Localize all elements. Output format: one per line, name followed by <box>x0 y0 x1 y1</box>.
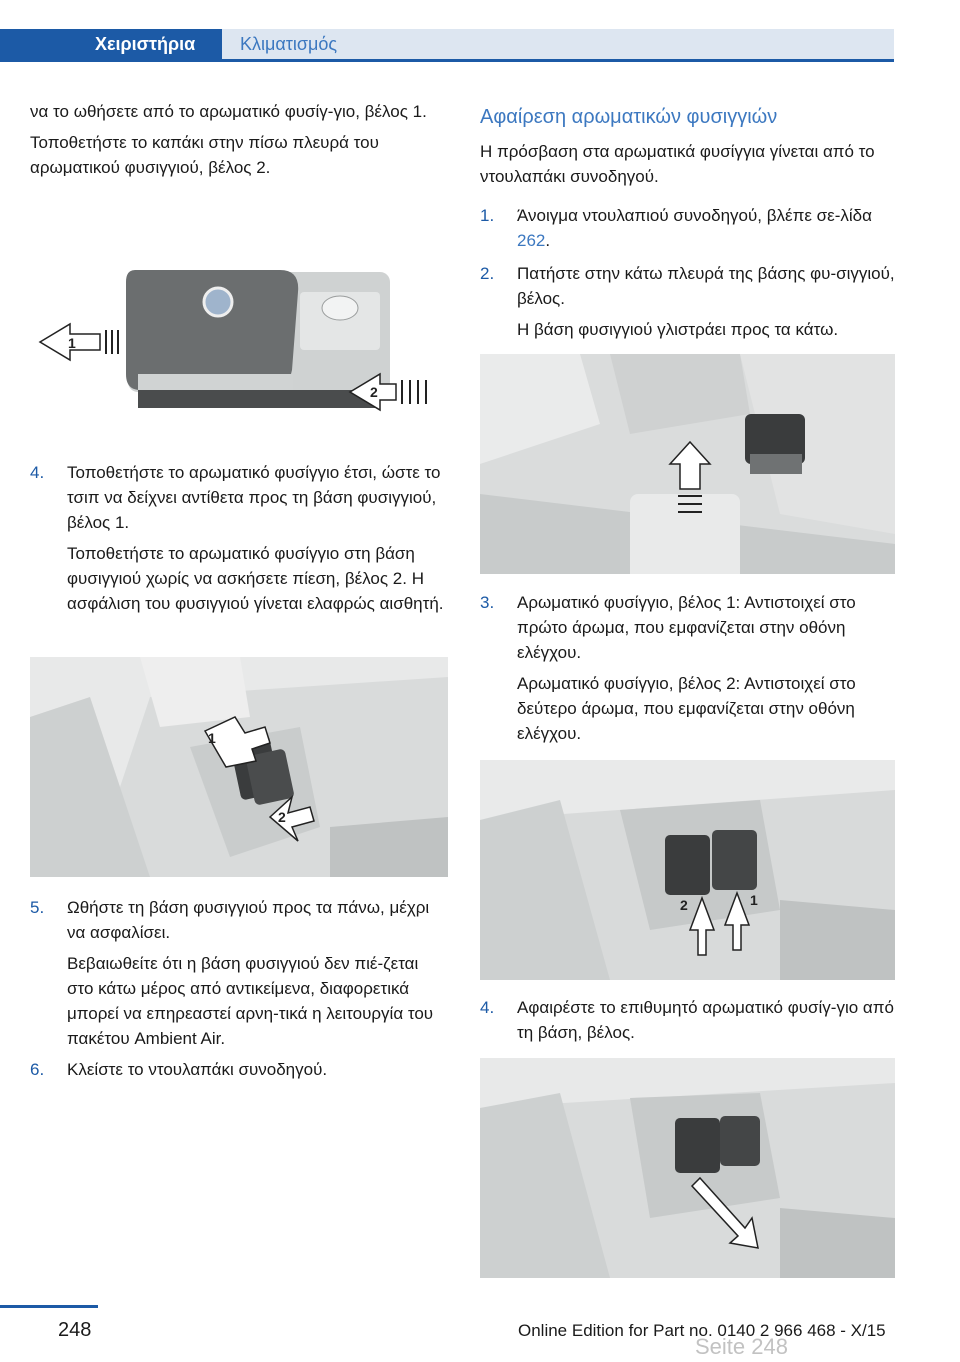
continuation-paragraph-1: να το ωθήσετε από το αρωματικό φυσίγ-γιο… <box>30 102 427 121</box>
step-4-remove: 4. Αφαιρέστε το επιθυμητό αρωματικό φυσί… <box>480 995 895 1045</box>
tab-controls[interactable]: Χειριστήρια <box>0 29 222 59</box>
removal-section: Αφαίρεση αρωματικών φυσιγγιών Η πρόσβαση… <box>480 103 895 342</box>
step-subtext: Τοποθετήστε το αρωματικό φυσίγγιο στη βά… <box>67 544 444 613</box>
page-number: 248 <box>58 1319 92 1341</box>
header-rule <box>0 59 894 62</box>
step-number: 4. <box>30 463 45 482</box>
step-item: 1. Άνοιγμα ντουλαπιού συνοδηγού, βλέπε σ… <box>480 203 895 253</box>
steps-5-6: 5. Ωθήστε τη βάση φυσιγγιού προς τα πάνω… <box>30 895 448 1082</box>
fig2-arrow-label-2: 2 <box>278 809 286 825</box>
step-text: Άνοιγμα ντουλαπιού συνοδηγού, βλέπε σε-λ… <box>517 203 895 253</box>
edition-note: Online Edition for Part no. 0140 2 966 4… <box>518 1321 886 1340</box>
continuation-paragraph-2: Τοποθετήστε το καπάκι στην πίσω πλευρά τ… <box>30 133 379 177</box>
fig1-arrow-label-1: 1 <box>68 335 76 351</box>
step-number: 3. <box>480 593 495 612</box>
figure-insert-cartridge: 1 2 <box>30 657 448 877</box>
step-item: 2. Πατήστε στην κάτω πλευρά της βάσης φυ… <box>480 261 895 342</box>
step-item: 3. Αρωματικό φυσίγγιο, βέλος 1: Αντιστοι… <box>480 590 895 746</box>
continuation-text: να το ωθήσετε από το αρωματικό φυσίγ-γιο… <box>30 99 448 180</box>
step-number: 6. <box>30 1060 45 1079</box>
step-number: 2. <box>480 264 495 283</box>
step-text: Πατήστε στην κάτω πλευρά της βάσης φυ-σι… <box>517 264 895 308</box>
page-link-262[interactable]: 262 <box>517 231 546 250</box>
fig2-arrow-label-1: 1 <box>208 730 216 746</box>
step-number: 5. <box>30 898 45 917</box>
figure-cartridge-cap: 1 2 <box>30 262 448 432</box>
step-item: 6. Κλείστε το ντουλαπάκι συνοδηγού. <box>30 1057 448 1082</box>
figure-two-cartridges: 2 1 <box>480 760 895 980</box>
step-text: Ωθήστε τη βάση φυσιγγιού προς τα πάνω, μ… <box>67 898 430 942</box>
step-text-end: . <box>545 231 551 250</box>
section-intro: Η πρόσβαση στα αρωματικά φυσίγγια γίνετα… <box>480 142 875 186</box>
step-number: 4. <box>480 998 495 1017</box>
step-text-main: Άνοιγμα ντουλαπιού συνοδηγού, βλέπε σε-λ… <box>517 206 872 225</box>
step-text: Αρωματικό φυσίγγιο, βέλος 1: Αντιστοιχεί… <box>517 593 856 662</box>
figure-remove-cartridge <box>480 1058 895 1278</box>
step-text: Κλείστε το ντουλαπάκι συνοδηγού. <box>67 1060 328 1079</box>
footer-rule <box>0 1305 98 1308</box>
step-item: 4. Τοποθετήστε το αρωματικό φυσίγγιο έτσ… <box>30 460 448 616</box>
watermark: Seite 248 <box>695 1334 788 1359</box>
step-text: Αφαιρέστε το επιθυμητό αρωματικό φυσίγ-γ… <box>517 998 894 1042</box>
fig1-arrow-label-2: 2 <box>370 384 378 400</box>
step-text: Τοποθετήστε το αρωματικό φυσίγγιο έτσι, … <box>67 463 441 532</box>
tab-climate[interactable]: Κλιματισμός <box>222 29 894 59</box>
fig4-arrow-label-2: 2 <box>680 897 688 913</box>
step-4-insert: 4. Τοποθετήστε το αρωματικό φυσίγγιο έτσ… <box>30 460 448 616</box>
step-number: 1. <box>480 206 495 225</box>
step-3-scents: 3. Αρωματικό φυσίγγιο, βέλος 1: Αντιστοι… <box>480 590 895 746</box>
step-subtext: Βεβαιωθείτε ότι η βάση φυσιγγιού δεν πιέ… <box>67 954 434 1048</box>
fig4-arrow-label-1: 1 <box>750 892 758 908</box>
figure-press-holder <box>480 354 895 574</box>
step-subtext: Αρωματικό φυσίγγιο, βέλος 2: Αντιστοιχεί… <box>517 674 856 743</box>
step-item: 5. Ωθήστε τη βάση φυσιγγιού προς τα πάνω… <box>30 895 448 1051</box>
step-item: 4. Αφαιρέστε το επιθυμητό αρωματικό φυσί… <box>480 995 895 1045</box>
section-heading: Αφαίρεση αρωματικών φυσιγγιών <box>480 106 778 128</box>
step-subtext: Η βάση φυσιγγιού γλιστράει προς τα κάτω. <box>517 320 839 339</box>
